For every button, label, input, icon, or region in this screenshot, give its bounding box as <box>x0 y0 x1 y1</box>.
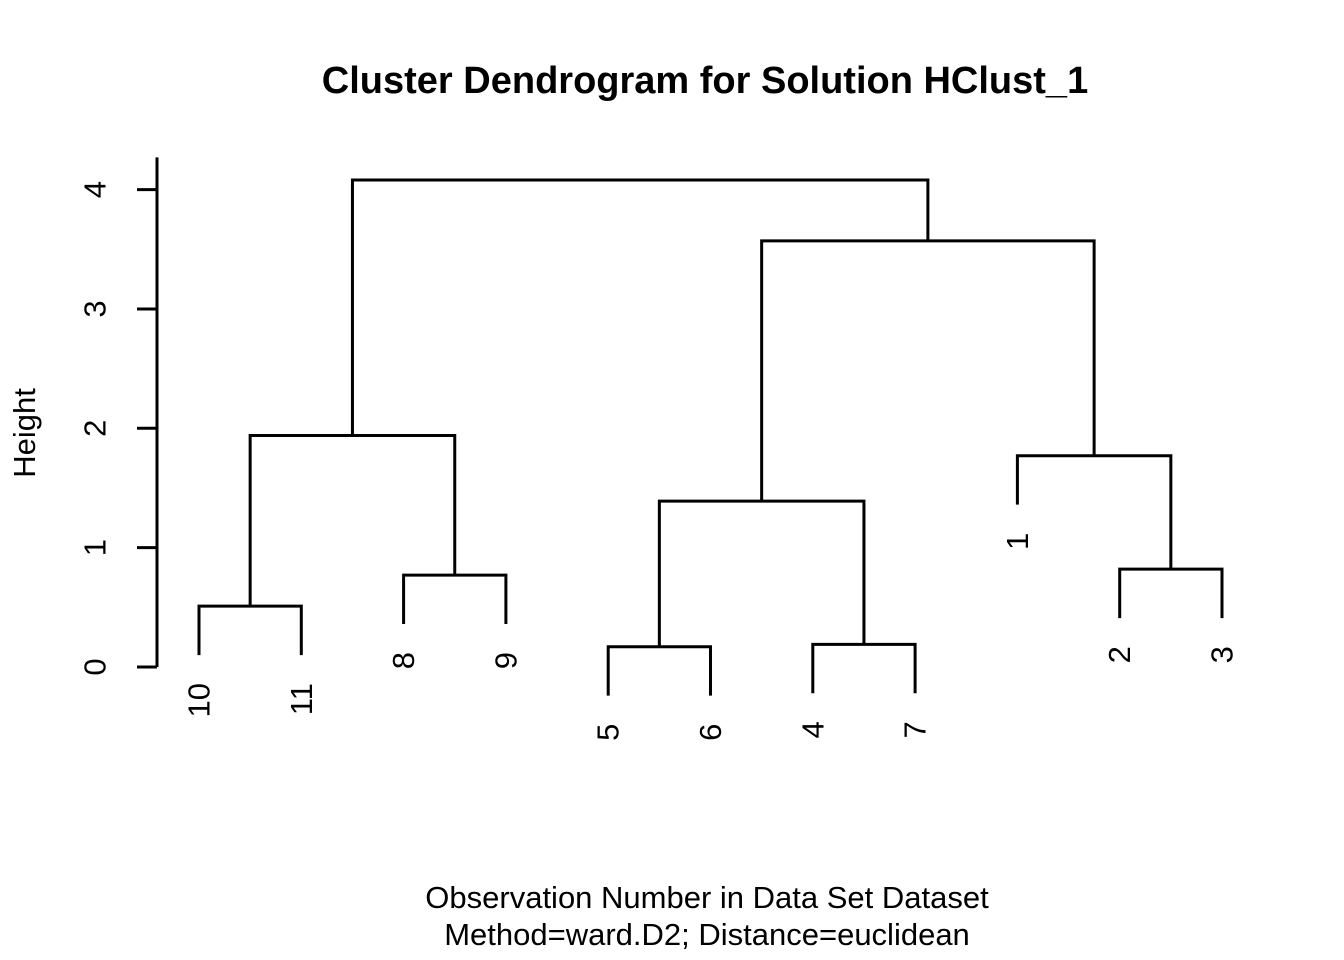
dendrogram-link <box>402 573 508 625</box>
x-axis-label: Observation Number in Data Set Dataset <box>425 880 989 915</box>
dendrogram-link <box>350 178 930 436</box>
leaf-label: 4 <box>795 721 830 738</box>
dendrogram-link <box>606 645 712 696</box>
dendrogram-link <box>197 604 303 656</box>
leaf-label: 5 <box>591 724 626 741</box>
dendrogram-link <box>1015 454 1173 570</box>
y-tick-label: 0 <box>78 658 113 675</box>
chart-title: Cluster Dendrogram for Solution HClust_1 <box>321 60 1089 102</box>
y-tick-label: 2 <box>78 420 113 437</box>
leaf-label: 8 <box>386 652 421 669</box>
leaf-label: 3 <box>1205 646 1240 663</box>
dendrogram-link <box>248 433 457 607</box>
leaf-label: 10 <box>182 683 217 717</box>
y-axis-label: Height <box>7 388 42 478</box>
y-tick-label: 4 <box>78 181 113 198</box>
dendrogram-link <box>811 642 917 694</box>
y-tick-label: 1 <box>78 539 113 556</box>
leaf-label: 2 <box>1102 646 1137 663</box>
y-tick-label: 3 <box>78 300 113 317</box>
leaf-label: 6 <box>693 724 728 741</box>
dendrogram-link <box>657 499 866 647</box>
dendrogram-link <box>760 239 1096 502</box>
leaf-label: 7 <box>898 721 933 738</box>
leaf-label: 1 <box>1000 533 1035 550</box>
leaf-label: 9 <box>488 652 523 669</box>
leaf-label: 11 <box>284 683 319 715</box>
subtitle-method: Method=ward.D2; Distance=euclidean <box>444 917 970 952</box>
dendrogram-link <box>1118 567 1224 619</box>
